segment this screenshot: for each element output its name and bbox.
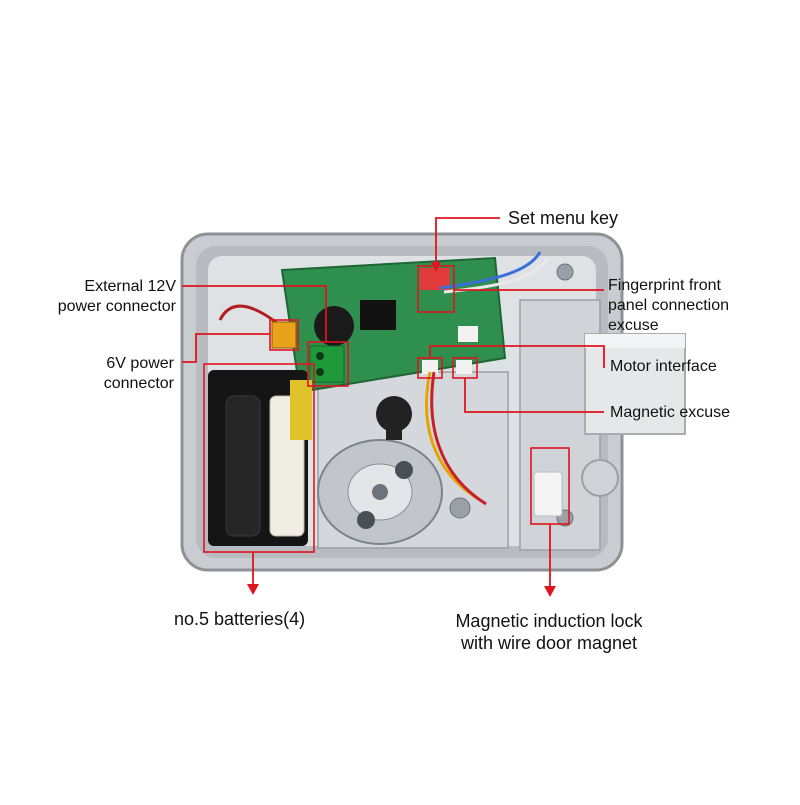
leader-set-menu-key bbox=[435, 217, 500, 266]
battery-pack-icon bbox=[208, 370, 312, 546]
battery-highlight-box bbox=[203, 363, 315, 553]
arrowhead-set-menu-key bbox=[431, 262, 441, 272]
fingerprint-label: Fingerprint front panel connection excus… bbox=[608, 277, 729, 334]
external-power-label: External 12V power connector bbox=[57, 278, 176, 315]
six-v-power-label: 6V power connector bbox=[103, 355, 174, 392]
leader-six-v-power bbox=[182, 333, 270, 363]
terminal-block bbox=[309, 345, 345, 383]
magnetic-lock-label: Magnetic induction lock with wire door m… bbox=[455, 611, 643, 653]
magnetic-excuse-label: Magnetic excuse bbox=[610, 404, 731, 421]
dc-motor-icon bbox=[317, 439, 443, 545]
arrowhead-batteries bbox=[247, 584, 259, 595]
six-v-connector bbox=[271, 321, 297, 349]
keyhole bbox=[376, 396, 412, 440]
terminal-highlight-box bbox=[307, 341, 349, 387]
six-v-highlight-box bbox=[269, 319, 299, 351]
motor-interface-label: Motor interface bbox=[610, 358, 717, 375]
arrowhead-magnetic-lock bbox=[544, 586, 556, 597]
leader-magnetic-excuse bbox=[464, 378, 604, 413]
set-menu-key-label: Set menu key bbox=[508, 208, 619, 228]
lock-bolt bbox=[581, 333, 686, 497]
batteries-label: no.5 batteries(4) bbox=[174, 609, 306, 629]
magnetic-sensor bbox=[533, 471, 563, 517]
leader-motor-interface bbox=[429, 345, 605, 368]
leader-external-power bbox=[182, 285, 327, 342]
